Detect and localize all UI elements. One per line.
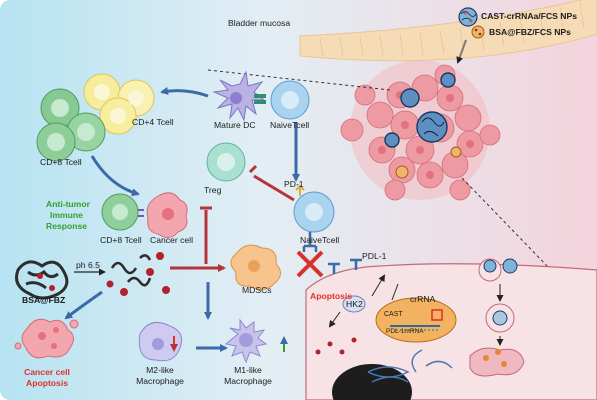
pd1-label: PD-1 [284,179,304,189]
bladder-mucosa-label: Bladder mucosa [228,18,291,28]
blocked-pd1-pdl1-x [296,250,324,278]
legend-bsa-np-icon [471,25,485,39]
cd4-tcell-label: CD+4 Tcell [132,117,174,127]
cancer-apoptosis-label-2: Apoptosis [25,378,68,388]
mature-dc-label: Mature DC [214,120,256,130]
treg-label: Treg [204,185,222,195]
cd8-tcell-bottom [101,193,139,231]
dc-tcell-synapse [254,94,266,104]
legend-cast-np-icon [458,7,478,27]
legend-cast-label: CAST-crRNAa/FCS NPs [481,11,577,21]
naive-tcell-top-label: NaiveTcell [270,120,310,130]
tcell-cancer-synapse [138,209,144,217]
mdscs-label: MDSCs [242,285,272,295]
anti-tumor-label-1: Anti-tumor [46,199,90,209]
naive-tcell-mid-label: NaiveTcell [300,235,340,245]
bsa-fbz-aggregate [15,260,69,300]
apoptotic-cancer-cells [14,318,79,359]
red-inhibit-lines [170,164,295,272]
cast-label: CAST [384,311,403,318]
pd1-receptor [302,232,318,252]
mdsc-cell [230,244,281,290]
m2-label-1: M2-like [146,365,174,375]
cast-mitochondria [375,297,457,343]
anti-tumor-label-2: Immune [50,210,83,220]
cd4-tcell-cluster [83,73,155,135]
cd8-tcell-label: CD+8 Tcell [40,157,82,167]
mature-dc-cell [212,70,266,122]
cancer-cell [146,192,188,238]
tumor-cluster [340,60,501,201]
pdl1-mrna-label: PDL-1mRNA [386,328,424,335]
zoom-line-left [207,69,391,91]
blue-flow-arrows [64,87,300,352]
bladder-mucosa-band [299,0,597,62]
m1-label-1: M1-like [234,365,262,375]
pdl1-receptors [328,258,362,274]
released-fbz [106,252,170,296]
cancer-apoptosis-label-1: Cancer cell [24,367,70,377]
ph-label: ph 6.5 [76,260,100,270]
tumor-cell-zoom [305,263,597,400]
cd8-bottom-label: CD+8 Tcell [100,235,142,245]
bsa-fbz-label: BSA@FBZ [22,295,66,305]
m1-macrophage [224,318,268,364]
anti-tumor-label-3: Response [46,221,88,231]
crrna-label: crRNA [410,294,436,304]
pdl1-label: PDL-1 [362,251,387,261]
zoom-line-right [461,177,581,301]
cell-signal-arrows [328,274,399,328]
m2-macrophage [138,321,183,362]
np-entry-arrow [456,39,467,64]
cancer-cell-label: Cancer cell [150,235,193,245]
intracellular-drug-dots [315,337,357,355]
legend-bsa-label: BSA@FBZ/FCS NPs [489,27,571,37]
hk2-label: HK2 [346,299,363,309]
endocytosis-vesicles [469,258,525,377]
cd8-tcell-cluster [36,88,106,162]
naive-tcell-mid [293,184,335,233]
treg-cell [206,142,246,182]
apoptosis-label-right: Apoptosis [310,291,353,301]
hk2-enzyme [342,295,366,313]
m2-label-2: Macrophage [136,376,184,386]
naive-tcell-top [270,80,310,120]
m1-label-2: Macrophage [224,376,272,386]
